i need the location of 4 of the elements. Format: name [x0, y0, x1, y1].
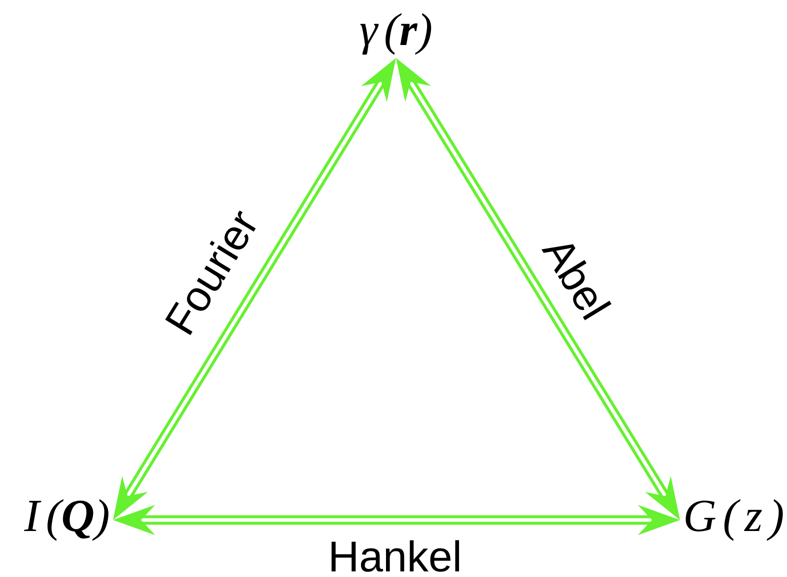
formula-text: I(Q): [24, 499, 108, 541]
edge-label: Hankel: [332, 540, 460, 572]
formula-text: γ(r): [360, 13, 432, 55]
formula-text: G(z): [686, 499, 783, 541]
